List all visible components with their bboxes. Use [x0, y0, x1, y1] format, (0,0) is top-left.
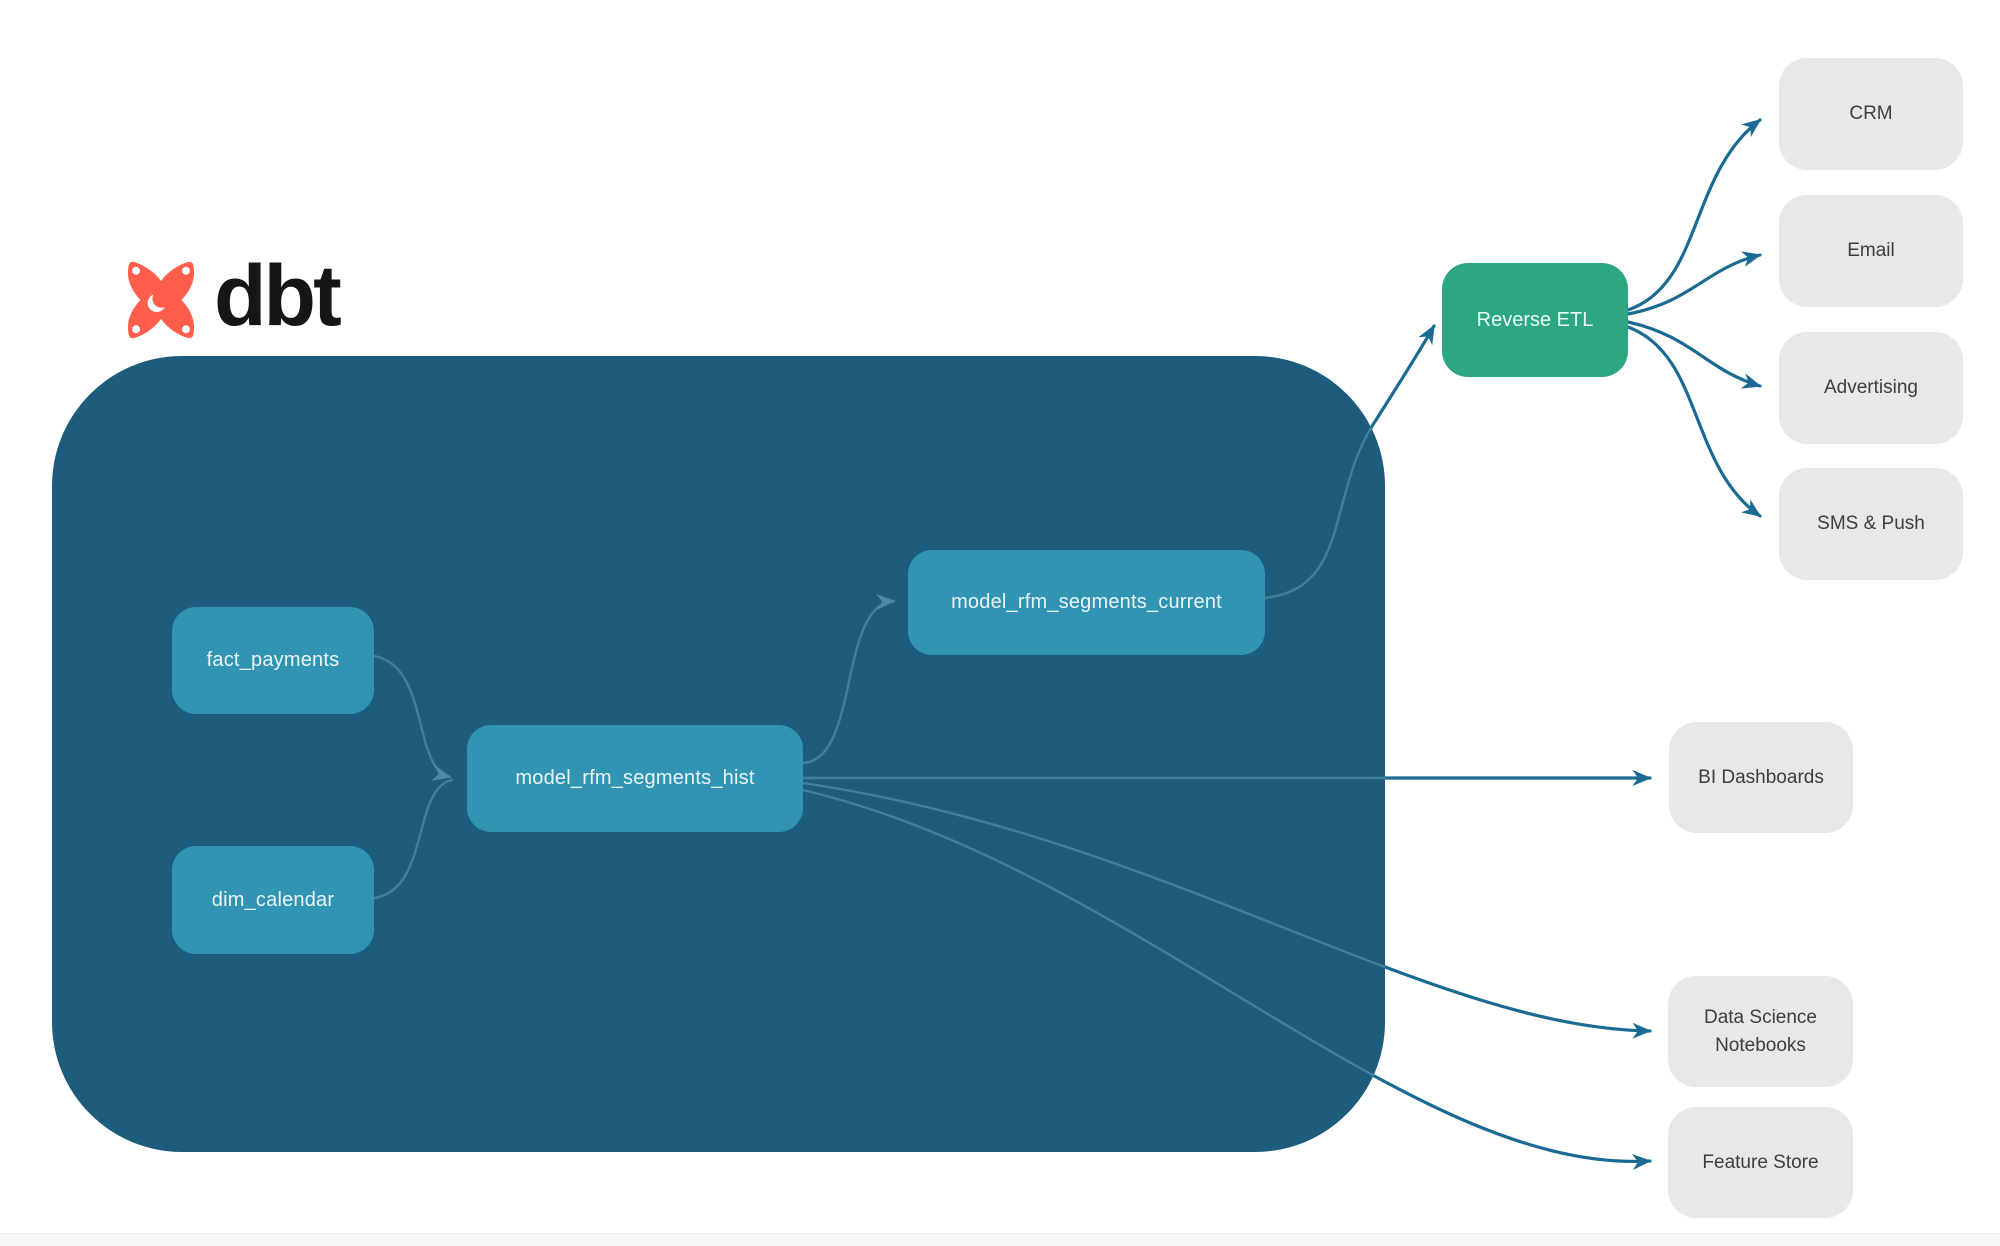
node-label: CRM	[1849, 103, 1893, 125]
node-bi-dashboards: BI Dashboards	[1669, 722, 1853, 833]
node-label: fact_payments	[206, 649, 340, 671]
node-label: SMS & Push	[1817, 513, 1925, 535]
node-crm: CRM	[1779, 58, 1963, 170]
node-reverse-etl: Reverse ETL	[1442, 263, 1628, 377]
edge-reverse-etl-to-crm	[1626, 118, 1762, 312]
node-sms-push: SMS & Push	[1779, 468, 1963, 580]
node-label: BI Dashboards	[1698, 766, 1824, 788]
edge-reverse-etl-to-advertising	[1626, 320, 1762, 389]
brand-name: dbt	[214, 248, 342, 344]
node-label: Advertising	[1824, 377, 1918, 399]
node-label: Email	[1847, 240, 1895, 262]
node-label: model_rfm_segments_hist	[515, 767, 755, 789]
edge-reverse-etl-to-sms-push	[1626, 325, 1762, 518]
node-label: model_rfm_segments_current	[951, 591, 1222, 613]
node-label: Data Science Notebooks	[1703, 1006, 1817, 1056]
dbt-logo-icon	[127, 261, 195, 339]
node-dim-calendar: dim_calendar	[172, 846, 374, 954]
node-label: Reverse ETL	[1476, 308, 1594, 331]
node-model-rfm-segments-current: model_rfm_segments_current	[908, 550, 1265, 655]
node-label: dim_calendar	[211, 888, 335, 911]
dbt-logo: dbt	[118, 248, 342, 348]
bottom-page-edge	[0, 1233, 2000, 1246]
node-advertising: Advertising	[1779, 332, 1963, 444]
node-label: Feature Store	[1702, 1151, 1819, 1173]
edge-reverse-etl-to-email	[1626, 251, 1762, 316]
node-feature-store: Feature Store	[1668, 1107, 1853, 1218]
node-model-rfm-segments-hist: model_rfm_segments_hist	[467, 725, 803, 832]
node-email: Email	[1779, 195, 1963, 307]
node-data-science-notebooks: Data Science Notebooks	[1668, 976, 1853, 1087]
node-fact-payments: fact_payments	[172, 607, 374, 714]
